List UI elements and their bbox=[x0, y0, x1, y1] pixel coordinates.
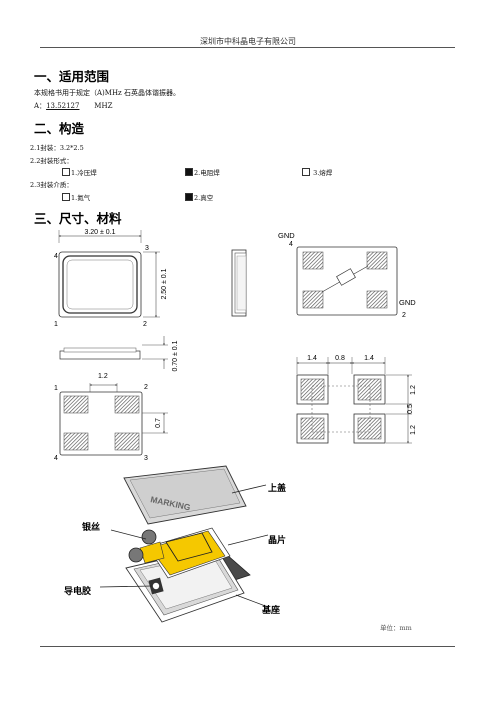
freq-unit: MHZ bbox=[94, 102, 113, 110]
silver-wire-dot bbox=[141, 529, 157, 545]
pad-pin-4: 4 bbox=[54, 455, 58, 462]
section3-title: 三、尺寸、材料 bbox=[34, 211, 122, 226]
scope-text: 本规格书用于规定（A)MHz 石英晶体谐振器。 bbox=[34, 89, 180, 97]
dim-land-v1: 1.2 bbox=[410, 385, 417, 395]
dim-pad-h: 0.7 bbox=[155, 418, 162, 428]
label-chip: 晶片 bbox=[268, 534, 286, 546]
dim-land-v3: 1.2 bbox=[410, 425, 417, 435]
checkbox-unchecked bbox=[62, 193, 70, 201]
seal-option-3: 3.熔焊 bbox=[302, 167, 332, 177]
pin-label-gnd2: 2 bbox=[402, 312, 406, 319]
dim-land-v2: 0.5 bbox=[407, 404, 414, 414]
freq-prefix: A： bbox=[34, 102, 47, 110]
package-line: 2.1封装：3.2*2.5 bbox=[30, 144, 84, 152]
checkbox-checked bbox=[185, 168, 193, 176]
checkbox-checked bbox=[185, 193, 193, 201]
pin-label-2: 2 bbox=[143, 321, 147, 328]
pad-pin-2: 2 bbox=[144, 384, 148, 391]
label-lid: 上盖 bbox=[268, 482, 286, 494]
gnd-label-bottom: GND bbox=[399, 298, 416, 307]
bottom-view-drawing: GND 4 GND 2 bbox=[278, 231, 416, 319]
land-pattern-drawing: 1.4 0.8 1.4 1.2 0.5 1.2 bbox=[296, 355, 417, 444]
unit-note: 单位：mm bbox=[380, 624, 412, 632]
dim-pad-w: 1.2 bbox=[98, 373, 108, 380]
company-header: 深圳市中科晶电子有限公司 bbox=[200, 37, 296, 46]
checkbox-unchecked bbox=[62, 168, 70, 176]
pad-view-drawing: 1.2 1 2 0.7 4 3 bbox=[54, 373, 168, 462]
pin-label-4: 4 bbox=[54, 253, 58, 260]
top-view-drawing: 3.20 ± 0.1 2.50 ± 0.1 4 3 1 2 bbox=[54, 229, 168, 328]
side-view-long: 0.70 ± 0.1 bbox=[59, 336, 179, 372]
checkbox-unchecked bbox=[302, 168, 310, 176]
dim-land-b: 0.8 bbox=[335, 355, 345, 362]
pin-label-gnd4: 4 bbox=[289, 241, 293, 248]
dim-land-a: 1.4 bbox=[307, 355, 317, 362]
pin-label-1: 1 bbox=[54, 321, 58, 328]
exploded-view: MARKING 上盖 银丝 晶片 导电胶 基座 bbox=[64, 465, 286, 623]
pad-pin-1: 1 bbox=[54, 385, 58, 392]
footer-divider bbox=[40, 646, 455, 647]
label-conductive-glue: 导电胶 bbox=[64, 585, 91, 597]
dim-height: 0.70 ± 0.1 bbox=[172, 340, 179, 371]
medium-option-1: 1.氮气 bbox=[62, 192, 90, 202]
section2-title: 二、构造 bbox=[34, 121, 85, 136]
gnd-label-top: GND bbox=[278, 231, 295, 240]
dim-width: 2.50 ± 0.1 bbox=[161, 268, 168, 299]
header-divider bbox=[40, 47, 455, 48]
pin-label-3: 3 bbox=[145, 245, 149, 252]
medium-label: 2.3封装介质： bbox=[30, 181, 73, 189]
dim-length: 3.20 ± 0.1 bbox=[84, 229, 115, 236]
silver-wire-dot bbox=[128, 547, 144, 563]
medium-option-2: 2.真空 bbox=[185, 192, 213, 202]
pad-pin-3: 3 bbox=[144, 455, 148, 462]
frequency-line: A：13.52127 MHZ bbox=[34, 101, 112, 111]
label-silver-wire: 银丝 bbox=[82, 521, 100, 533]
dim-land-c: 1.4 bbox=[364, 355, 374, 362]
seal-form-label: 2.2封装形式： bbox=[30, 157, 73, 165]
seal-option-2: 2.电阻焊 bbox=[185, 167, 220, 177]
freq-value: 13.52127 bbox=[46, 102, 80, 110]
label-base: 基座 bbox=[261, 604, 280, 616]
side-view-end bbox=[231, 249, 247, 317]
seal-option-1: 1.冷压焊 bbox=[62, 167, 97, 177]
section1-title: 一、适用范围 bbox=[34, 69, 110, 84]
